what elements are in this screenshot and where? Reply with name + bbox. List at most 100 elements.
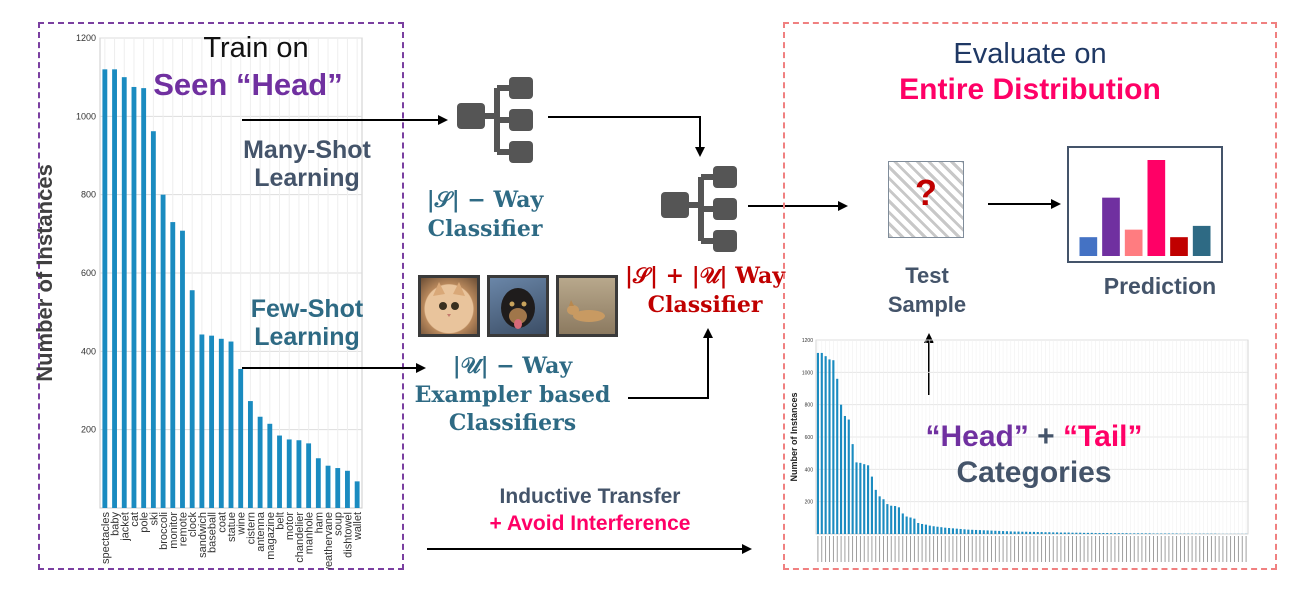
train-panel [38, 22, 404, 570]
test-line2: Sample [887, 291, 967, 317]
x-tick-label: weathervane [323, 512, 335, 569]
bar [1067, 532, 1070, 534]
x-tick-mark [913, 536, 915, 562]
bar [951, 528, 954, 534]
x-tick-label: cat [129, 512, 141, 527]
bar [948, 528, 951, 534]
x-tick-label: soup [333, 512, 345, 536]
bar [894, 506, 897, 534]
bar [1071, 532, 1074, 534]
x-tick-mark [856, 536, 857, 562]
x-tick-mark [1068, 536, 1070, 562]
u-way-line3: Classifiers [448, 410, 577, 437]
x-tick-label: antenna [255, 511, 267, 552]
x-tick-mark [925, 536, 927, 562]
bar [994, 530, 997, 534]
x-tick-mark [956, 536, 958, 562]
wolf-photo [556, 275, 618, 337]
s-way-classifier-label: |𝒮| − Way Classifier [400, 186, 570, 243]
bar [1098, 533, 1101, 534]
bar [836, 378, 839, 534]
bar [170, 222, 176, 509]
x-tick-label: motor [284, 512, 296, 540]
x-tick-label: jacket [119, 512, 131, 542]
u-way-line1: |𝒰| − Way [452, 353, 573, 379]
x-tick-mark [1079, 536, 1081, 562]
bar [1044, 532, 1047, 534]
bar [905, 516, 908, 534]
bar [959, 528, 962, 534]
x-tick-label: ham [313, 512, 325, 533]
x-tick-mark [1214, 536, 1216, 562]
x-tick-mark [944, 536, 946, 562]
x-tick-mark [921, 536, 923, 562]
x-tick-mark [1199, 536, 1201, 562]
x-tick-mark [1041, 536, 1043, 562]
x-tick-mark [1241, 536, 1243, 562]
evaluate-panel [783, 22, 1277, 570]
bar [928, 525, 931, 534]
x-tick-mark [910, 536, 911, 562]
x-tick-mark [1048, 536, 1050, 562]
y-tick-label: 600 [805, 435, 814, 441]
x-tick-mark [960, 536, 962, 562]
x-tick-mark [863, 536, 865, 562]
x-tick-mark [1160, 536, 1162, 562]
bar [816, 352, 819, 534]
bar [971, 529, 974, 534]
y-tick-label: 200 [805, 500, 814, 506]
x-tick-mark [848, 536, 850, 562]
x-tick-mark [1210, 536, 1212, 562]
x-tick-mark [1234, 536, 1235, 562]
bar [286, 439, 292, 508]
bar [847, 419, 850, 534]
x-tick-mark [1245, 536, 1247, 562]
x-tick-mark [1168, 536, 1170, 562]
bar [306, 443, 312, 508]
bar [867, 465, 870, 534]
y-tick-label: 200 [81, 425, 96, 435]
bar [267, 423, 273, 508]
x-tick-mark [983, 536, 985, 562]
x-tick-mark [1141, 536, 1143, 562]
bar [102, 69, 108, 509]
prediction-bar [1147, 160, 1166, 256]
x-tick-label: coat [216, 512, 228, 533]
bar [1102, 533, 1105, 534]
x-tick-mark [859, 536, 861, 562]
x-tick-label: remote [177, 512, 189, 546]
bar [998, 530, 1001, 534]
bar [840, 404, 843, 534]
x-tick-mark [879, 536, 881, 562]
x-tick-mark [964, 536, 965, 562]
x-tick-mark [1060, 536, 1062, 562]
bar [141, 88, 147, 508]
x-tick-mark [929, 536, 931, 562]
x-tick-mark [898, 536, 900, 562]
x-tick-mark [967, 536, 969, 562]
bar [354, 481, 360, 508]
x-tick-label: pole [139, 512, 151, 533]
y-axis-label: Number of Instances [789, 392, 799, 481]
bar [932, 526, 935, 534]
bar [1137, 533, 1140, 534]
bar [936, 526, 939, 534]
bar [1017, 531, 1020, 534]
x-tick-mark [1145, 536, 1147, 562]
bar [1086, 532, 1089, 534]
x-tick-label: dishtowel [342, 512, 354, 558]
bar [1036, 532, 1039, 534]
x-tick-label: ski [148, 512, 160, 525]
x-tick-mark [933, 536, 935, 562]
bar [978, 530, 981, 534]
bar [886, 504, 889, 534]
x-tick-mark [1006, 536, 1008, 562]
x-tick-label: baseball [207, 512, 219, 553]
s-way-line2: Classifier [427, 215, 543, 242]
x-tick-mark [1083, 536, 1085, 562]
bar [1129, 533, 1132, 534]
test-line1: Test [905, 263, 949, 288]
bar [1021, 531, 1024, 534]
bar [843, 415, 846, 534]
